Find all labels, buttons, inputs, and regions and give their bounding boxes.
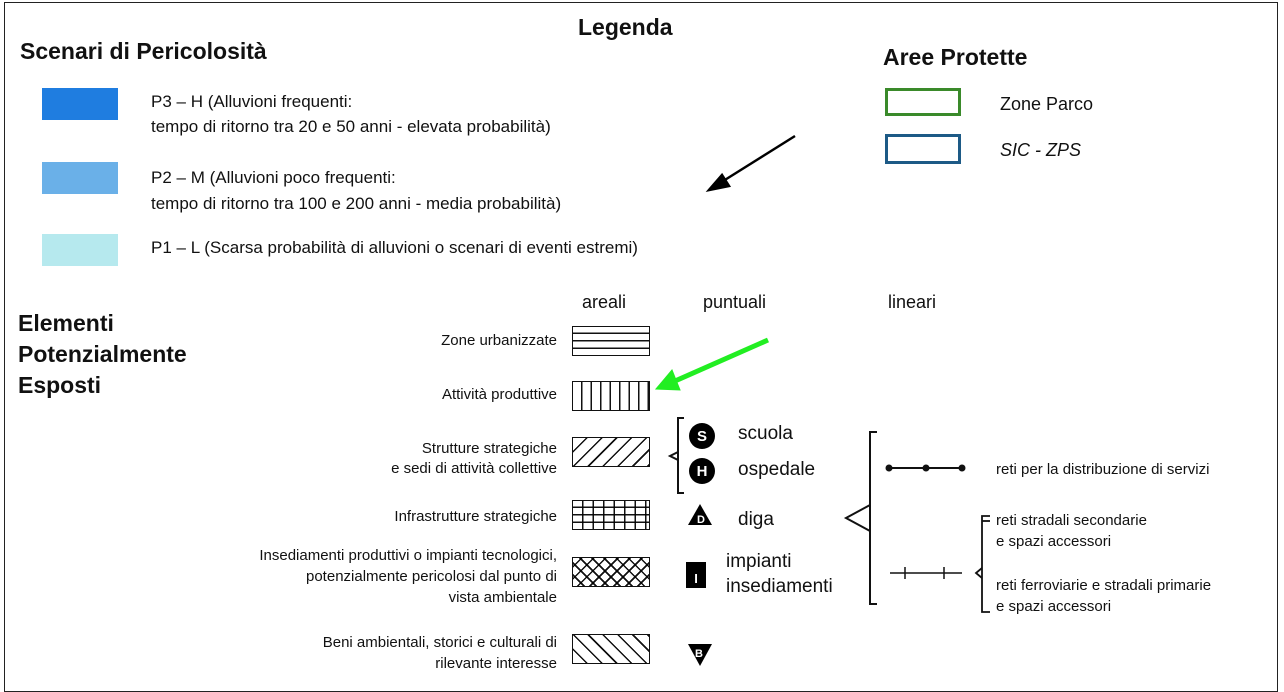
hospital-icon: H	[689, 458, 715, 484]
impianti-label-line2: insediamenti	[726, 576, 833, 597]
sic-zps-swatch	[885, 134, 961, 164]
impianti-label-line1: impianti	[726, 551, 792, 572]
p2-label-line1: P2 – M (Alluvioni poco frequenti:	[151, 168, 396, 187]
column-header-areali: areali	[582, 292, 627, 312]
ospedale-label: ospedale	[738, 459, 816, 480]
reti-stradali-label-line2: e spazi accessori	[996, 533, 1112, 550]
svg-text:D: D	[697, 514, 705, 526]
scuola-label: scuola	[738, 423, 793, 444]
diagonal-hatch-swatch	[572, 437, 650, 467]
plant-icon: I	[686, 562, 706, 588]
vertical-hatch-swatch	[572, 381, 650, 411]
green-arrow	[654, 337, 770, 391]
point-bracket	[667, 417, 684, 494]
zone-parco-swatch	[885, 88, 961, 116]
legend-title: Legenda	[578, 14, 673, 40]
exposed-title-line2: Potenzialmente	[18, 341, 187, 367]
column-header-lineari: lineari	[888, 292, 937, 312]
heritage-icon: B	[688, 644, 712, 666]
attivita-produttive-label: Attività produttive	[441, 386, 557, 403]
exposed-title-line3: Esposti	[18, 372, 102, 398]
school-icon: S	[689, 423, 715, 449]
black-arrow	[705, 134, 796, 192]
reti-ferroviarie-label-line2: e spazi accessori	[996, 598, 1112, 615]
utility-network-symbol	[885, 464, 966, 472]
road-network-symbol	[890, 567, 962, 579]
insediamenti-label-line1: Insediamenti produttivi o impianti tecno…	[259, 547, 557, 564]
p3-swatch	[42, 88, 118, 120]
road-bracket	[974, 515, 990, 613]
hazard-section-title: Scenari di Pericolosità	[20, 38, 267, 64]
reti-servizi-label: reti per la distribuzione di servizi	[996, 461, 1210, 478]
strutture-strategiche-label-line2: e sedi di attività collettive	[391, 460, 557, 477]
infrastrutture-strategiche-label: Infrastrutture strategiche	[394, 508, 557, 525]
dam-icon: D	[688, 504, 712, 526]
reti-stradali-label-line1: reti stradali secondarie	[996, 512, 1147, 529]
diga-label: diga	[738, 509, 774, 530]
p1-label: P1 – L (Scarsa probabilità di alluvioni …	[151, 238, 638, 257]
p1-swatch	[42, 234, 118, 266]
sic-zps-label: SIC - ZPS	[1000, 140, 1082, 160]
p3-label-line1: P3 – H (Alluvioni frequenti:	[151, 92, 353, 111]
insediamenti-label-line2: potenzialmente pericolosi dal punto di	[306, 568, 557, 585]
strutture-strategiche-label-line1: Strutture strategiche	[421, 440, 557, 457]
insediamenti-label-line3: vista ambientale	[448, 589, 557, 606]
backdiagonal-hatch-swatch	[572, 634, 650, 664]
exposed-title-line1: Elementi	[18, 310, 114, 336]
reti-ferroviarie-label-line1: reti ferroviarie e stradali primarie	[996, 577, 1212, 594]
zone-urbanizzate-label: Zone urbanizzate	[441, 332, 557, 349]
p2-swatch	[42, 162, 118, 194]
beni-ambientali-label-line1: Beni ambientali, storici e culturali di	[322, 634, 557, 651]
beni-ambientali-label-line2: rilevante interesse	[435, 655, 557, 672]
zone-parco-label: Zone Parco	[1000, 94, 1094, 114]
column-header-puntuali: puntuali	[703, 292, 767, 312]
horizontal-hatch-swatch	[572, 326, 650, 356]
p3-label-line2: tempo di ritorno tra 20 e 50 anni - elev…	[151, 117, 551, 136]
protected-section-title: Aree Protette	[883, 44, 1028, 70]
crosshatch-swatch	[572, 557, 650, 587]
linear-bracket	[843, 431, 877, 605]
svg-text:B: B	[695, 648, 703, 660]
grid-hatch-swatch	[572, 500, 650, 530]
legend-graphics: D B	[654, 134, 990, 666]
p2-label-line2: tempo di ritorno tra 100 e 200 anni - me…	[151, 194, 562, 213]
